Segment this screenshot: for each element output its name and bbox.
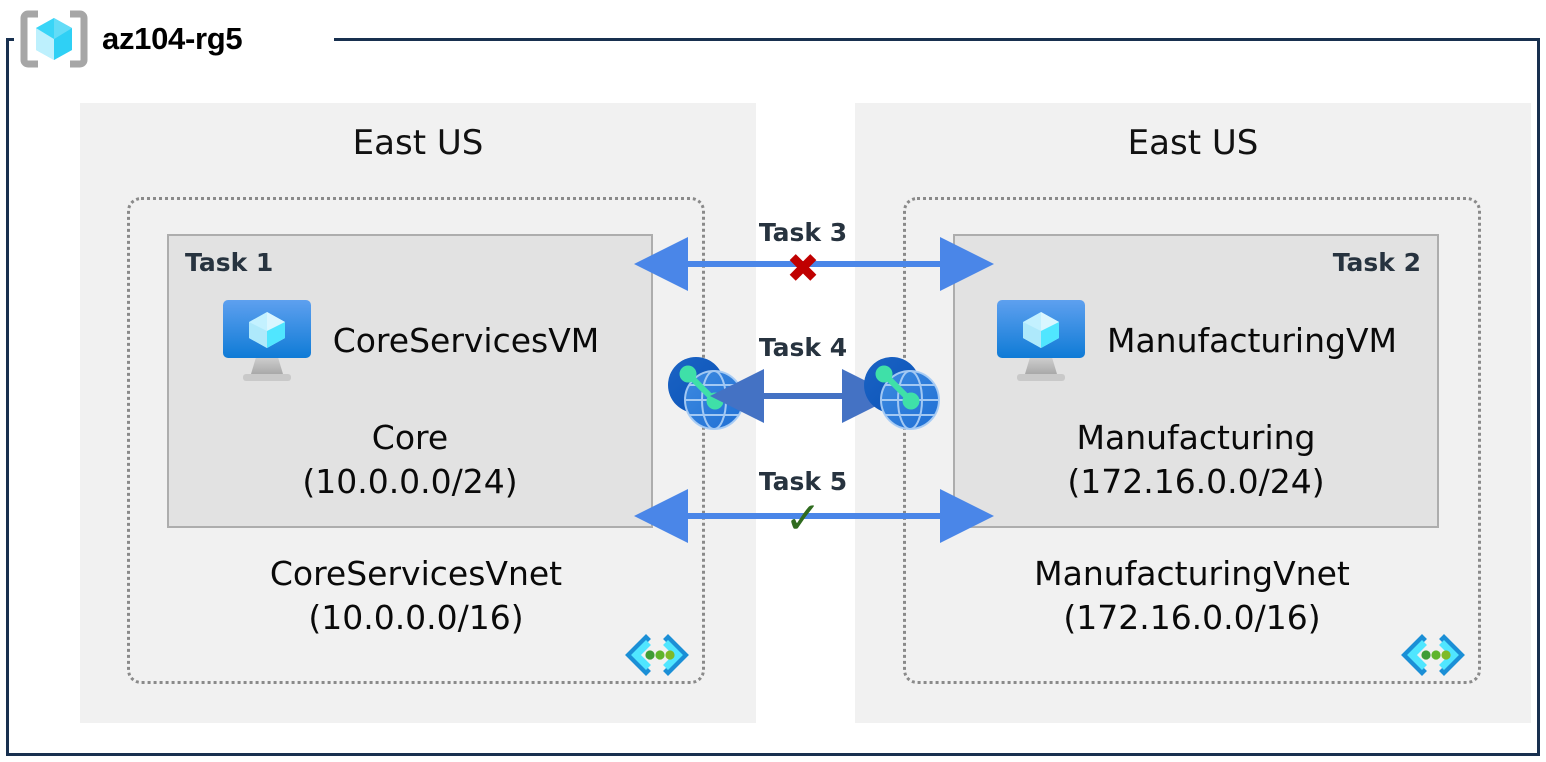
task-tag-task-2: Task 2 [1332, 248, 1421, 277]
connector-arrow-task-3 [634, 237, 994, 291]
connector-arrow-task-5 [634, 489, 994, 543]
virtual-machine-icon [221, 298, 313, 382]
vnet-label-core-services: CoreServicesVnet (10.0.0.0/16) [269, 554, 563, 637]
resource-group-name: az104-rg5 [102, 21, 243, 56]
subnet-label-manufacturing: Manufacturing (172.16.0.0/24) [1067, 418, 1325, 501]
resource-group-frame [6, 38, 1540, 756]
resource-group-cube-icon [18, 10, 90, 68]
connector-marker-allowed-task-5: ✓ [784, 493, 822, 544]
resource-group-header: az104-rg5 [18, 10, 243, 68]
region-label-left: East US [352, 123, 484, 163]
connector-marker-blocked-task-3: ✖ [786, 246, 820, 292]
vnet-peering-icon [856, 352, 944, 432]
vnet-icon [624, 631, 689, 679]
task-tag-task-1: Task 1 [185, 248, 274, 277]
vm-name-manufacturing: ManufacturingVM [1106, 320, 1397, 360]
vnet-core-services: CoreServicesVnet (10.0.0.0/16) [127, 197, 705, 684]
region-label-right: East US [1127, 123, 1259, 163]
vnet-icon [1400, 631, 1465, 679]
vm-name-core-services: CoreServicesVM [332, 320, 600, 360]
connector-arrow-task-4 [710, 369, 896, 423]
subnet-core: Task 1 [167, 234, 653, 528]
vm-row-core-services: CoreServicesVM [169, 298, 651, 382]
subnet-label-core: Core (10.0.0.0/24) [302, 418, 518, 501]
vm-row-manufacturing: ManufacturingVM [955, 298, 1437, 382]
subnet-manufacturing: Task 2 [953, 234, 1439, 528]
vnet-label-manufacturing: ManufacturingVnet (172.16.0.0/16) [1034, 554, 1350, 637]
vnet-manufacturing: ManufacturingVnet (172.16.0.0/16) [903, 197, 1481, 684]
connector-label-task-4: Task 4 [758, 333, 848, 362]
virtual-machine-icon [995, 298, 1087, 382]
